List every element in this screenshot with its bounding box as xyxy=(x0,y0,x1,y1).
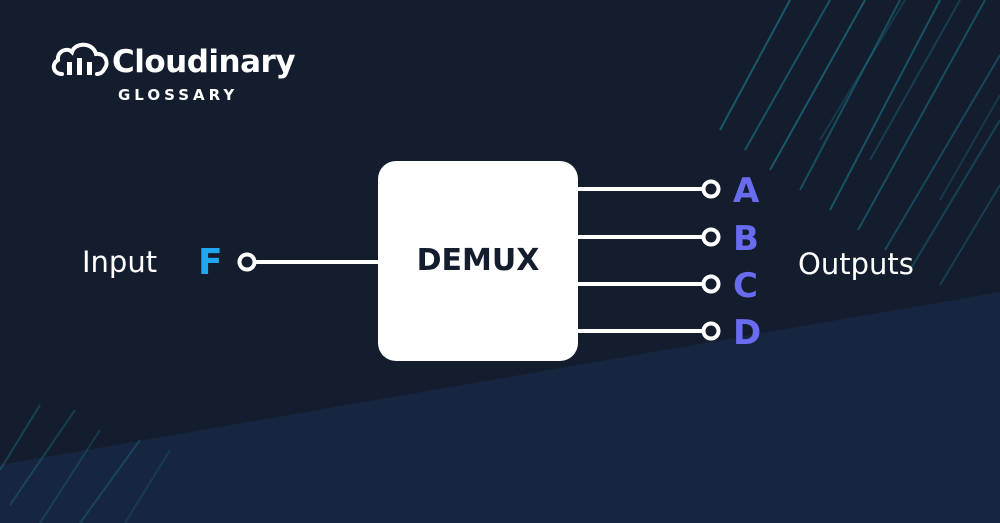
output-terminal-c xyxy=(701,274,721,294)
decorative-stripe xyxy=(744,0,831,151)
output-label-c: C xyxy=(733,266,758,306)
input-signal-label: F xyxy=(198,242,223,283)
decorative-stripe xyxy=(9,409,76,506)
decorative-stripe xyxy=(884,54,1000,251)
cloud-bars-icon xyxy=(51,42,109,76)
outputs-label: Outputs xyxy=(798,247,914,281)
decorative-stripe xyxy=(769,0,866,171)
decorative-stripe xyxy=(909,119,1000,271)
decorative-stripe xyxy=(39,429,101,523)
decorative-stripe xyxy=(869,0,961,161)
input-label: Input xyxy=(82,245,157,279)
output-terminal-b xyxy=(701,227,721,247)
background-lower-panel xyxy=(0,292,1000,523)
output-terminal-d xyxy=(701,321,721,341)
output-wires xyxy=(576,179,721,341)
brand-logo: Cloudinary GLOSSARY xyxy=(50,40,296,110)
decorative-stripe xyxy=(819,0,906,141)
decorative-stripe xyxy=(857,0,986,231)
output-label-b: B xyxy=(733,219,759,259)
output-terminal-a xyxy=(701,179,721,199)
decorative-stripe xyxy=(0,404,41,471)
decorative-stripe xyxy=(719,0,791,131)
decorative-stripe xyxy=(124,449,171,523)
output-label-d: D xyxy=(733,313,761,353)
decorative-stripe xyxy=(79,439,141,523)
demux-block xyxy=(378,161,578,361)
brand-subtitle: GLOSSARY xyxy=(118,86,239,104)
decorative-stripe xyxy=(799,0,901,191)
demux-label: DEMUX xyxy=(417,243,540,278)
input-terminal xyxy=(237,252,257,272)
decorative-stripe xyxy=(939,94,1000,201)
brand-name: Cloudinary xyxy=(112,44,296,80)
decorative-stripe xyxy=(829,0,941,211)
output-label-a: A xyxy=(733,171,760,211)
decorative-stripe xyxy=(939,184,1000,286)
